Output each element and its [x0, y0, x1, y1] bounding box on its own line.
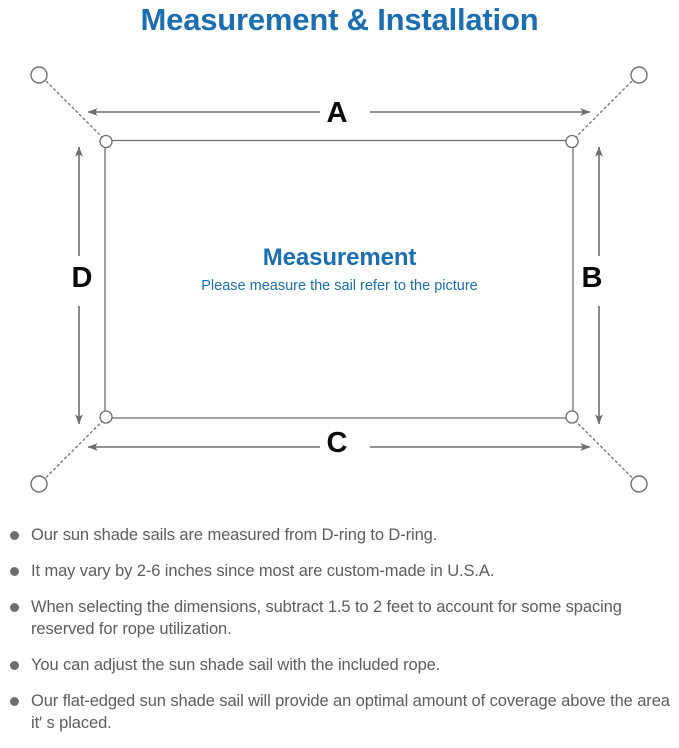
sail-shape	[104, 139, 574, 419]
dimension-label-d: D	[71, 262, 93, 294]
dimension-label-b: B	[581, 262, 603, 294]
bullet-icon	[10, 567, 19, 576]
diagram-svg	[30, 66, 648, 493]
list-item: Our sun shade sails are measured from D-…	[0, 524, 679, 546]
anchor-ring-bottom-right	[630, 475, 648, 493]
d-ring-bottom-right	[565, 410, 579, 424]
sail-measurement-diagram	[0, 44, 679, 514]
d-ring-top-right	[565, 134, 579, 149]
d-ring-bottom-left	[99, 410, 113, 424]
list-item: Our flat-edged sun shade sail will provi…	[0, 690, 679, 734]
list-item: When selecting the dimensions, subtract …	[0, 596, 679, 640]
bullet-icon	[10, 603, 19, 612]
list-item: It may vary by 2-6 inches since most are…	[0, 560, 679, 582]
anchor-rings	[30, 66, 648, 493]
bullet-icon	[10, 661, 19, 670]
rope-line-bottom-left	[43, 419, 104, 481]
note-text: Our flat-edged sun shade sail will provi…	[31, 692, 670, 732]
measurement-heading: Measurement	[262, 244, 417, 271]
rope-line-top-left	[43, 78, 104, 139]
dimension-label-c: C	[326, 427, 348, 459]
note-text: When selecting the dimensions, subtract …	[31, 598, 622, 638]
anchor-ring-top-left	[30, 66, 48, 84]
bullet-icon	[10, 697, 19, 706]
anchor-ring-bottom-left	[30, 475, 48, 493]
note-text: You can adjust the sun shade sail with t…	[31, 656, 441, 674]
rope-lines	[43, 78, 635, 481]
d-rings	[99, 134, 579, 424]
rope-line-top-right	[574, 78, 635, 139]
dimension-label-a: A	[326, 97, 348, 129]
notes-list: Our sun shade sails are measured from D-…	[0, 524, 679, 748]
note-text: It may vary by 2-6 inches since most are…	[31, 562, 495, 580]
rope-line-bottom-right	[574, 419, 635, 481]
note-text: Our sun shade sails are measured from D-…	[31, 526, 438, 544]
d-ring-top-left	[99, 134, 113, 149]
measurement-subtext: Please measure the sail refer to the pic…	[201, 278, 478, 294]
bullet-icon	[10, 531, 19, 540]
anchor-ring-top-right	[630, 66, 648, 84]
page-title: Measurement & Installation	[140, 2, 539, 37]
list-item: You can adjust the sun shade sail with t…	[0, 654, 679, 676]
